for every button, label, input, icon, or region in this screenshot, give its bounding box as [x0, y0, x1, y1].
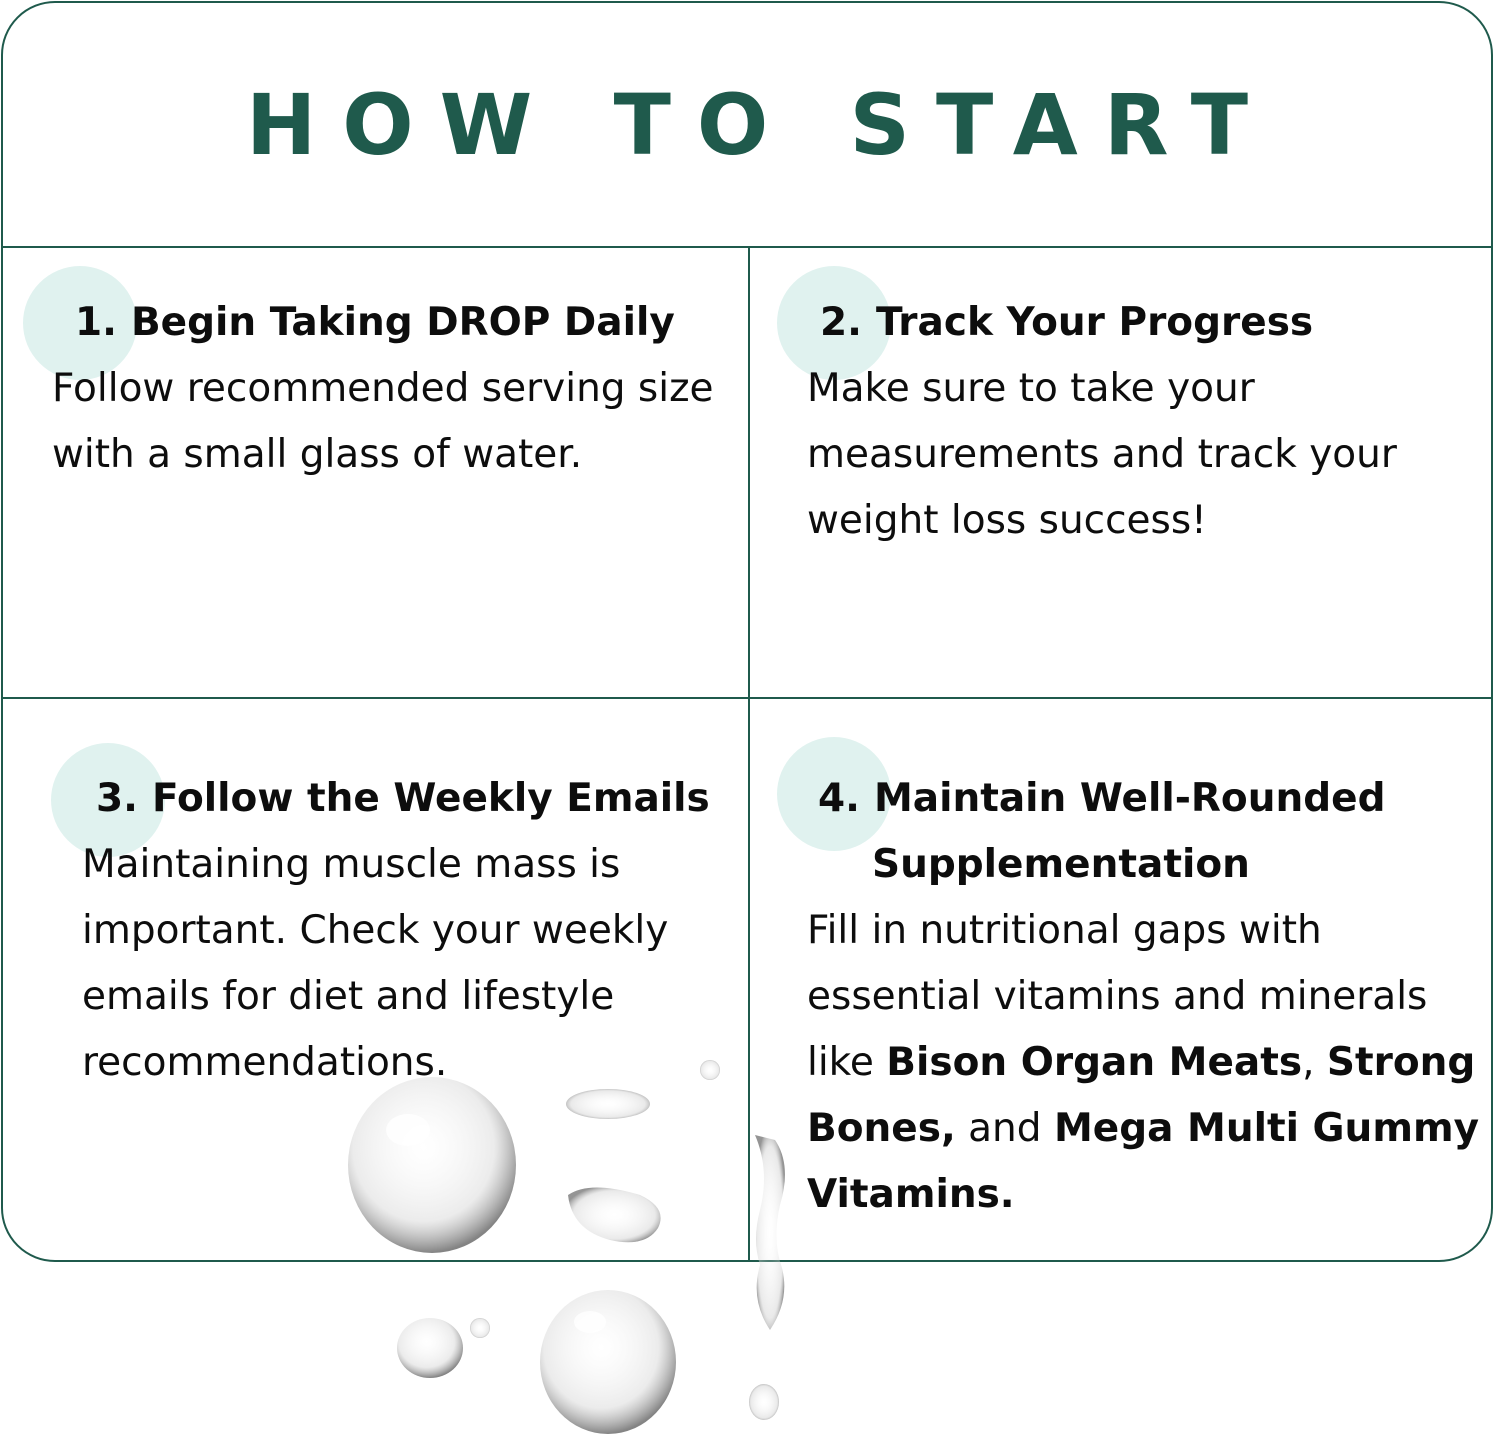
step-title-text: Begin Taking DROP Daily — [130, 300, 675, 345]
step-title: 4. Maintain Well-Rounded Supplementation — [818, 766, 1386, 898]
step-badge — [23, 266, 137, 380]
step-description: Make sure to take your measurements and … — [807, 366, 1397, 543]
step-badge — [777, 266, 891, 380]
step-title: 2. Track Your Progress — [820, 290, 1313, 356]
page-title: HOW TO START — [245, 76, 1275, 174]
step-number: 2. — [820, 300, 862, 345]
step-description: Follow recommended serving size with a s… — [52, 366, 714, 477]
step-title: 1. Begin Taking DROP Daily — [75, 290, 675, 356]
step-badge — [777, 737, 891, 851]
step-badge — [51, 743, 165, 857]
step-description: Fill in nutritional gaps with essential … — [807, 898, 1487, 1228]
step-description-intro: Fill in nutritional gaps with essential … — [807, 908, 1428, 1085]
step-title-text-line2: Supplementation — [872, 842, 1250, 887]
step-title-text: Track Your Progress — [875, 300, 1314, 345]
step-number: 1. — [75, 300, 117, 345]
step-number: 4. — [818, 776, 860, 821]
step-title-text: Maintain Well-Rounded — [873, 776, 1386, 821]
step-description: Maintaining muscle mass is important. Ch… — [82, 842, 669, 1085]
divider — [748, 246, 750, 1260]
how-to-start-card: HOW TO START 1. Begin Taking DROP Daily F… — [1, 1, 1493, 1262]
step-title: 3. Follow the Weekly Emails — [96, 766, 710, 832]
divider — [3, 697, 1491, 699]
step-title-text: Follow the Weekly Emails — [151, 776, 710, 821]
divider — [3, 246, 1491, 248]
separator-text: , — [1302, 1040, 1327, 1085]
product-name: Mega Multi Gummy Vitamins. — [807, 1106, 1480, 1217]
step-number: 3. — [96, 776, 138, 821]
separator-text: and — [955, 1106, 1054, 1151]
product-name: Bison Organ Meats — [886, 1040, 1303, 1085]
product-name: Strong Bones, — [807, 1040, 1476, 1151]
